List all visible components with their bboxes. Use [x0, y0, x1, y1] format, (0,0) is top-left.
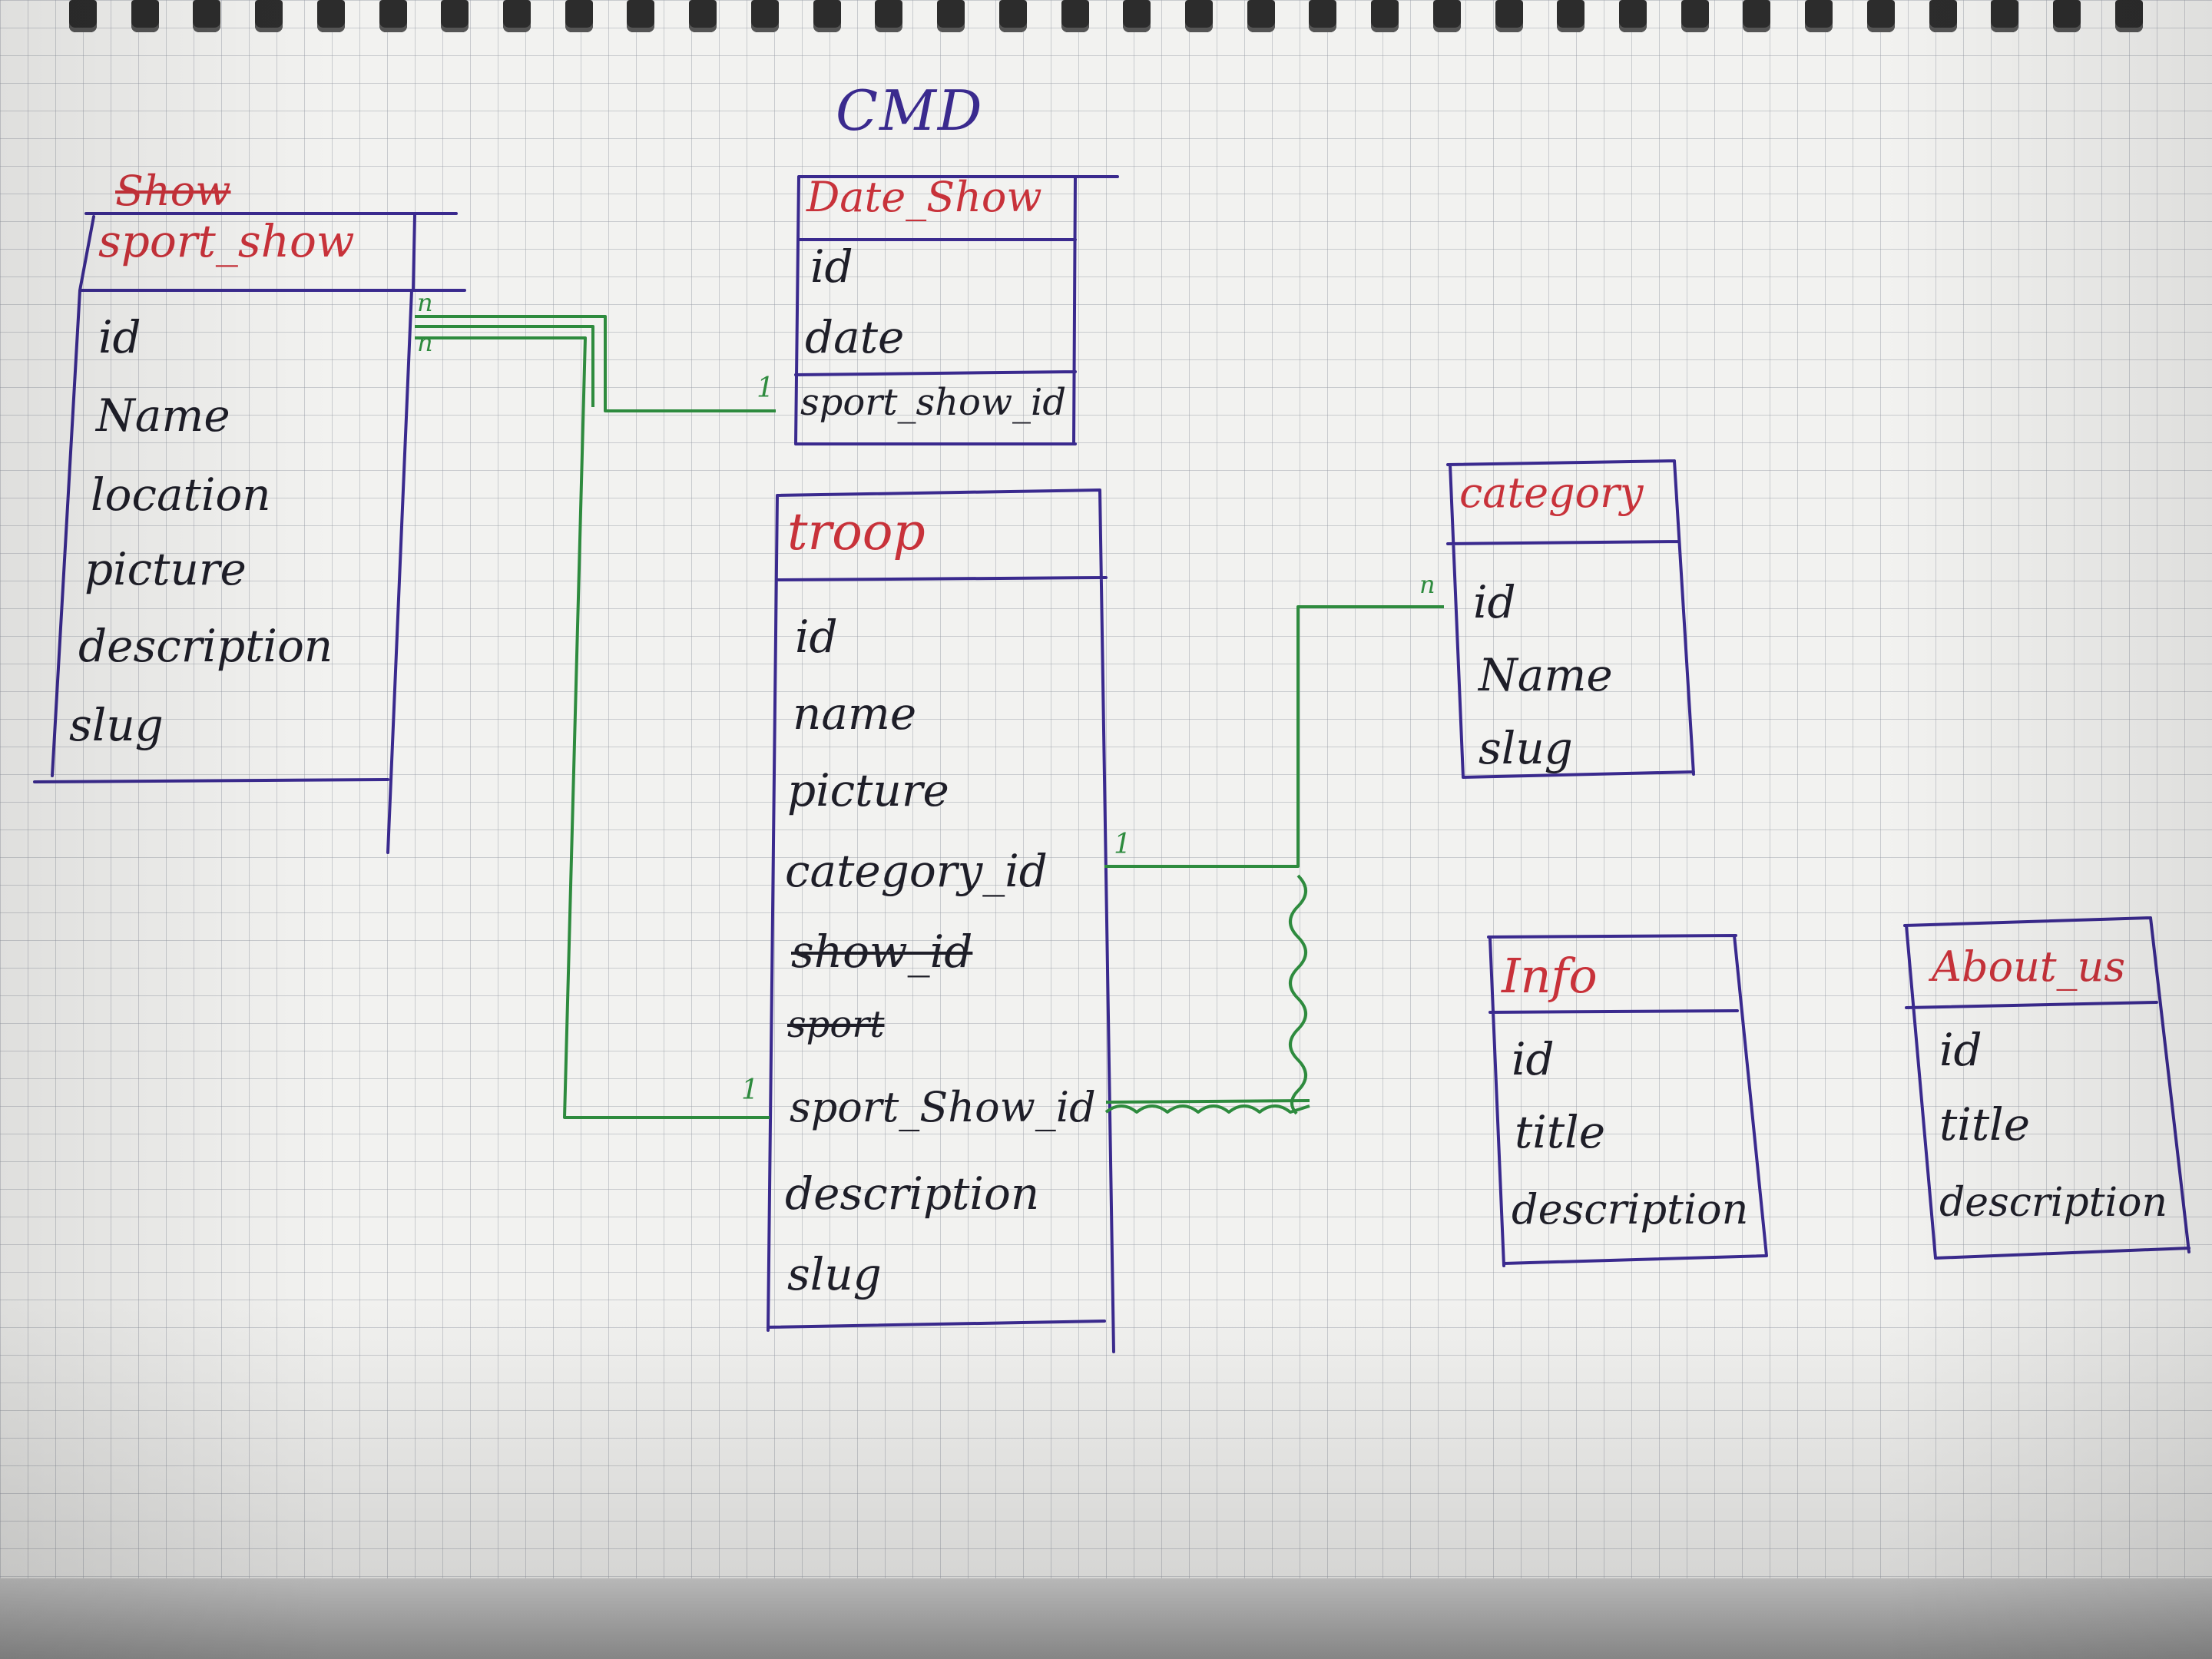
info-box [1487, 934, 1768, 1267]
spiral-ring [998, 0, 1027, 32]
troop-field-slug: slug [787, 1248, 882, 1300]
relation-sport-show-troop [415, 336, 770, 1119]
diagram-heading: CMD [836, 78, 984, 143]
cardinality-label: n [417, 328, 433, 357]
spiral-ring [441, 0, 469, 32]
spiral-ring [627, 0, 655, 32]
scribble-horizontal [1104, 1099, 1310, 1114]
spiral-ring [2053, 0, 2081, 32]
spiral-ring [1432, 0, 1461, 32]
spiral-ring [1495, 0, 1523, 32]
spiral-ring [1557, 0, 1585, 32]
troop-field-sport-show-id: sport_Show_id [790, 1083, 1096, 1131]
date-show-field-sport-show-id: sport_show_id [800, 381, 1067, 424]
about-us-field-id: id [1939, 1024, 1982, 1076]
spiral-ring [1309, 0, 1337, 32]
spiral-ring [255, 0, 283, 32]
spiral-ring [750, 0, 779, 32]
relation-sport-show-date-show [415, 315, 776, 412]
spiral-ring [1743, 0, 1771, 32]
spiral-ring [1371, 0, 1399, 32]
spiral-ring [1866, 0, 1895, 32]
info-title: Info [1502, 948, 1598, 1004]
spiral-ring [689, 0, 717, 32]
cardinality-label: n [417, 288, 433, 317]
sport-show-field-description: description [78, 620, 333, 672]
category-field-slug: slug [1479, 722, 1573, 774]
date-show-box [794, 175, 1119, 445]
spiral-ring [69, 0, 97, 32]
spiral-ring [1123, 0, 1151, 32]
info-field-id: id [1512, 1033, 1555, 1085]
relation-troop-category [1104, 605, 1444, 868]
notebook-bottom-edge [0, 1578, 2212, 1659]
spiral-ring [1805, 0, 1833, 32]
cardinality-label: 1 [757, 373, 774, 404]
date-show-field-id: id [810, 240, 853, 293]
category-field-name: Name [1479, 649, 1613, 701]
spiral-ring [503, 0, 531, 32]
spiral-ring [316, 0, 345, 32]
spiral-ring [2114, 0, 2143, 32]
about-us-field-description: description [1939, 1180, 2167, 1226]
scribble-vertical [1289, 874, 1307, 1115]
about-us-field-title: title [1939, 1098, 2031, 1151]
category-title: category [1459, 469, 1644, 517]
sport-show-field-id: id [98, 311, 141, 363]
relation-sport-show-date-show-inner [415, 325, 594, 407]
troop-title: troop [787, 502, 926, 561]
date-show-title: Date_Show [806, 173, 1042, 221]
spiral-ring [1681, 0, 1709, 32]
spiral-ring [1929, 0, 1957, 32]
troop-field-category-id: category_id [785, 845, 1048, 897]
spiral-ring [813, 0, 841, 32]
about-us-box [1903, 916, 2190, 1260]
spiral-ring [937, 0, 965, 32]
troop-field-description: description [785, 1167, 1040, 1220]
troop-field-name: name [793, 687, 917, 740]
troop-field-picture: picture [787, 764, 949, 816]
spiral-ring [131, 0, 159, 32]
troop-field-id: id [795, 611, 838, 663]
troop-box [767, 488, 1115, 1353]
sport-show-struck-title: Show [115, 167, 231, 215]
about-us-title: About_us [1932, 942, 2126, 991]
cardinality-label: n [1419, 570, 1435, 599]
spiral-ring [875, 0, 903, 32]
info-field-title: title [1515, 1106, 1606, 1158]
info-field-description: description [1512, 1185, 1749, 1233]
notebook-spiral [0, 0, 2212, 41]
spiral-ring [565, 0, 593, 32]
sport-show-field-location: location [91, 469, 271, 521]
troop-field-show-id-struck: show_id [791, 926, 973, 978]
category-box [1446, 459, 1695, 779]
sport-show-field-name: Name [96, 389, 230, 442]
category-field-id: id [1473, 576, 1516, 628]
sport-show-field-slug: slug [69, 699, 164, 751]
cardinality-label: 1 [741, 1075, 759, 1106]
sport-show-field-picture: picture [84, 543, 247, 595]
date-show-field-date: date [805, 311, 905, 363]
troop-field-sport-struck: sport [787, 1003, 885, 1046]
sport-show-title: sport_show [98, 215, 355, 267]
spiral-ring [193, 0, 221, 32]
spiral-ring [1061, 0, 1089, 32]
spiral-ring [1991, 0, 2019, 32]
spiral-ring [1618, 0, 1647, 32]
spiral-ring [379, 0, 407, 32]
sport-show-box [33, 212, 466, 854]
spiral-ring [1247, 0, 1275, 32]
cardinality-label: 1 [1114, 829, 1131, 860]
spiral-ring [1184, 0, 1213, 32]
